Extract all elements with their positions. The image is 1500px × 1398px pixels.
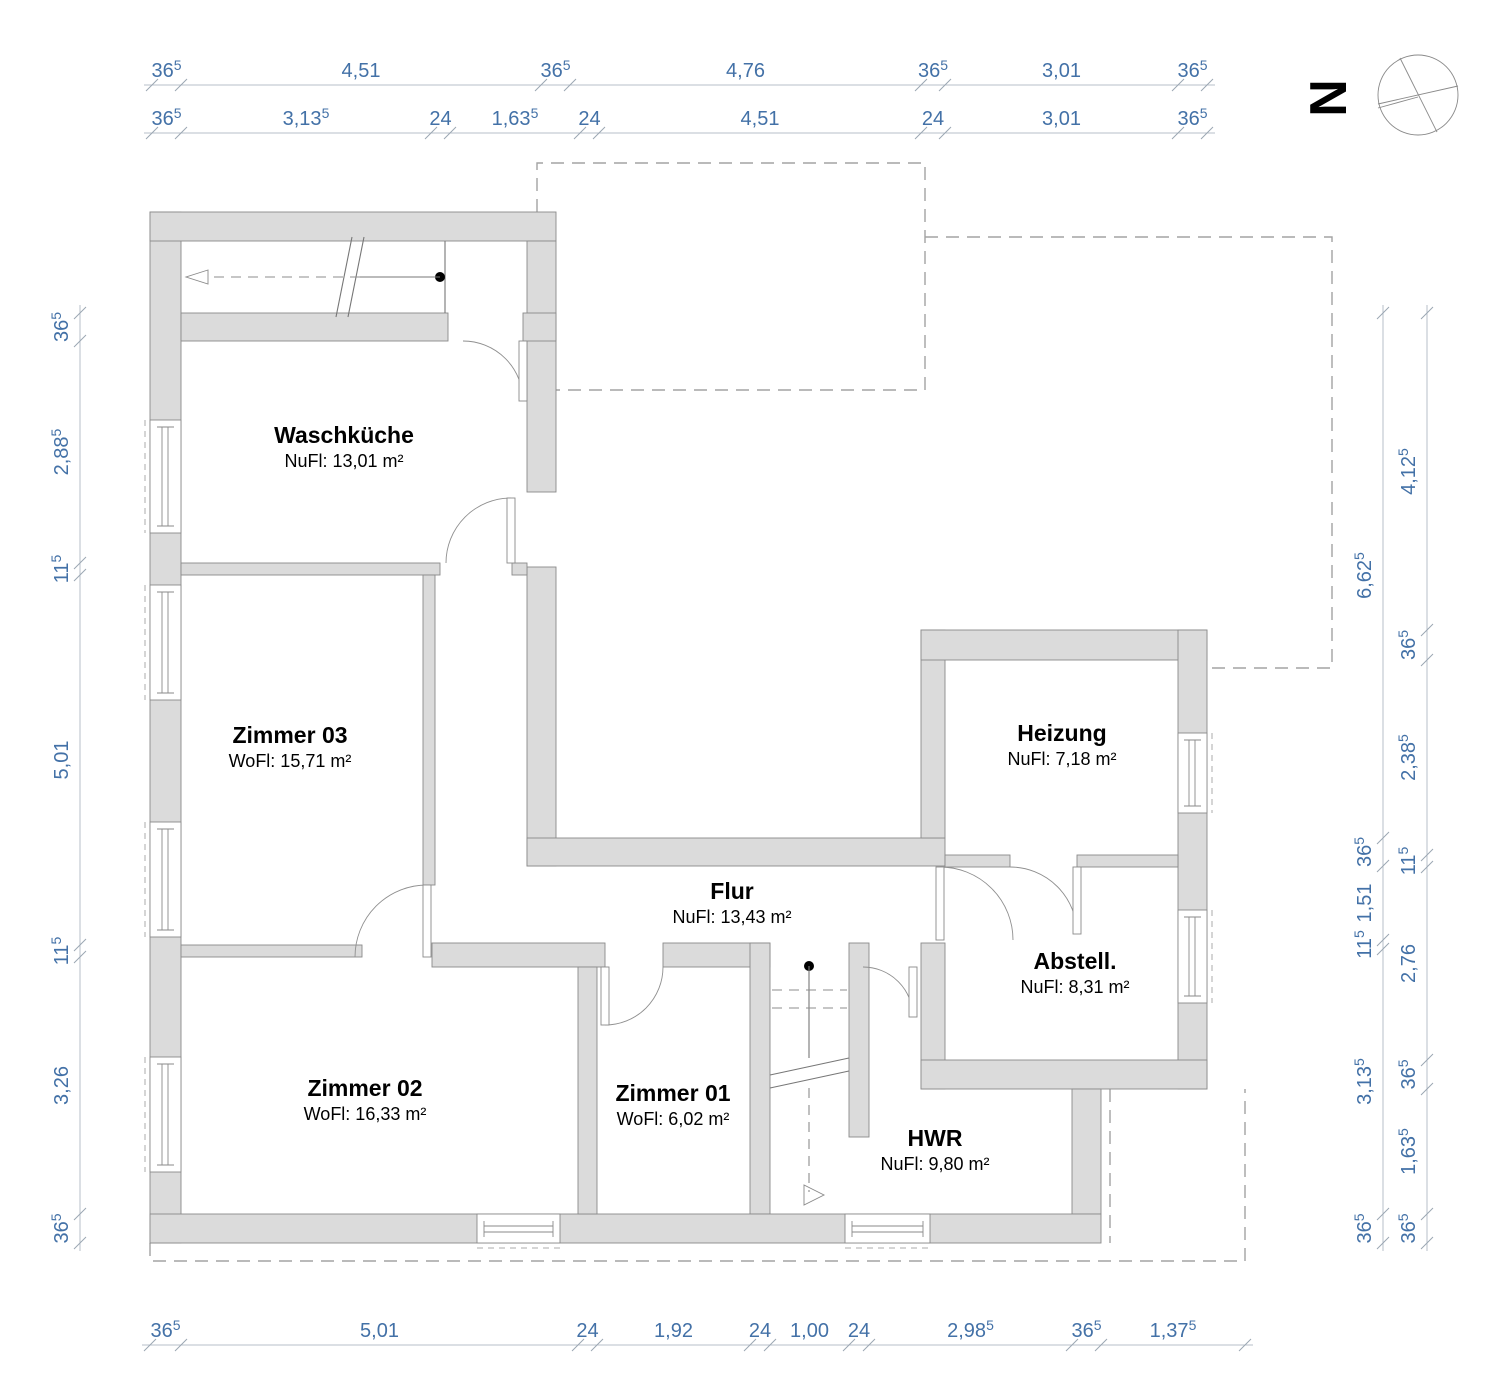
- room-name: HWR: [907, 1125, 963, 1151]
- svg-text:3,26: 3,26: [51, 1066, 73, 1105]
- svg-text:3,135: 3,135: [1351, 1058, 1376, 1105]
- svg-text:365: 365: [48, 1213, 73, 1243]
- room-name: Heizung: [1017, 720, 1107, 746]
- window-waschkueche: [144, 419, 182, 534]
- room-label-hwr: HWR NuFl: 9,80 m²: [880, 1125, 990, 1175]
- svg-text:24: 24: [749, 1320, 771, 1342]
- svg-text:2,985: 2,985: [947, 1317, 994, 1342]
- room-label-zimmer03: Zimmer 03 WoFl: 15,71 m²: [228, 722, 352, 772]
- svg-text:115: 115: [48, 555, 73, 584]
- room-name: Zimmer 02: [307, 1075, 423, 1101]
- window-zimmer03-b: [144, 821, 182, 938]
- svg-text:24: 24: [576, 1320, 598, 1342]
- svg-text:3,01: 3,01: [1042, 60, 1081, 82]
- stairs-upper-left: [184, 236, 446, 318]
- north-symbol: [1377, 54, 1459, 136]
- svg-text:365: 365: [1071, 1317, 1101, 1342]
- svg-text:24: 24: [922, 108, 944, 130]
- svg-text:365: 365: [48, 312, 73, 342]
- svg-text:365: 365: [151, 57, 181, 82]
- svg-text:365: 365: [918, 57, 948, 82]
- svg-text:2,385: 2,385: [1395, 734, 1420, 781]
- svg-text:365: 365: [1395, 1059, 1420, 1089]
- svg-text:5,01: 5,01: [360, 1320, 399, 1342]
- room-name: Flur: [710, 878, 754, 904]
- room-name: Zimmer 03: [232, 722, 348, 748]
- window-zimmer01: [476, 1213, 561, 1249]
- door-zimmer03: [354, 884, 432, 958]
- room-area: NuFl: 9,80 m²: [880, 1154, 990, 1175]
- dashed-upper-floor-outline: [149, 162, 1333, 1262]
- windows: [144, 419, 1213, 1249]
- svg-text:1,375: 1,375: [1150, 1317, 1197, 1342]
- svg-text:6,625: 6,625: [1351, 552, 1376, 599]
- svg-text:1,92: 1,92: [654, 1320, 693, 1342]
- door-stair-waschkueche: [462, 340, 528, 402]
- svg-text:115: 115: [48, 937, 73, 966]
- window-abstell: [1177, 909, 1213, 1004]
- window-zimmer02: [144, 1056, 182, 1173]
- room-name: Waschküche: [274, 422, 414, 448]
- room-area: WoFl: 15,71 m²: [228, 751, 352, 772]
- room-label-flur: Flur NuFl: 13,43 m²: [672, 878, 792, 928]
- walls: [149, 211, 1208, 1244]
- svg-text:24: 24: [429, 108, 451, 130]
- room-area: NuFl: 7,18 m²: [1007, 749, 1117, 770]
- window-heizung: [1177, 732, 1213, 814]
- room-label-zimmer01: Zimmer 01 WoFl: 6,02 m²: [615, 1080, 731, 1130]
- room-label-abstell: Abstell. NuFl: 8,31 m²: [1020, 948, 1130, 998]
- svg-text:4,51: 4,51: [741, 108, 780, 130]
- svg-text:1,635: 1,635: [492, 105, 539, 130]
- svg-text:365: 365: [540, 57, 570, 82]
- svg-text:5,01: 5,01: [51, 741, 73, 780]
- svg-text:2,885: 2,885: [48, 428, 73, 475]
- room-name: Abstell.: [1033, 948, 1117, 974]
- doors: [354, 340, 1082, 1026]
- svg-text:365: 365: [151, 105, 181, 130]
- svg-text:1,635: 1,635: [1395, 1128, 1420, 1175]
- door-zimmer01: [600, 966, 664, 1026]
- svg-text:3,01: 3,01: [1042, 108, 1081, 130]
- room-name: Zimmer 01: [615, 1080, 731, 1106]
- svg-text:365: 365: [1351, 837, 1376, 867]
- svg-text:365: 365: [1351, 1213, 1376, 1243]
- door-heizung: [1009, 866, 1082, 935]
- room-label-heizung: Heizung NuFl: 7,18 m²: [1007, 720, 1117, 770]
- room-area: WoFl: 6,02 m²: [616, 1109, 730, 1130]
- window-hwr: [844, 1213, 931, 1249]
- svg-text:365: 365: [1395, 630, 1420, 660]
- svg-text:3,135: 3,135: [283, 105, 330, 130]
- svg-text:4,76: 4,76: [726, 60, 765, 82]
- svg-text:2,76: 2,76: [1398, 944, 1420, 983]
- room-area: NuFl: 8,31 m²: [1020, 977, 1130, 998]
- room-area: WoFl: 16,33 m²: [303, 1104, 427, 1125]
- svg-text:115: 115: [1351, 930, 1376, 959]
- window-zimmer03-a: [144, 584, 182, 701]
- door-hwr: [862, 966, 918, 1018]
- svg-text:24: 24: [578, 108, 600, 130]
- svg-text:4,51: 4,51: [342, 60, 381, 82]
- svg-text:24: 24: [848, 1320, 870, 1342]
- room-area: NuFl: 13,43 m²: [672, 907, 792, 928]
- svg-text:1,51: 1,51: [1354, 884, 1376, 923]
- svg-text:365: 365: [1177, 57, 1207, 82]
- svg-text:4,125: 4,125: [1395, 448, 1420, 495]
- svg-text:365: 365: [150, 1317, 180, 1342]
- room-label-waschkueche: Waschküche NuFl: 13,01 m²: [274, 422, 414, 472]
- door-abstell: [935, 866, 1014, 941]
- north-label: N: [1299, 79, 1358, 117]
- svg-text:365: 365: [1395, 1213, 1420, 1243]
- svg-text:1,00: 1,00: [790, 1320, 829, 1342]
- svg-text:115: 115: [1395, 847, 1420, 876]
- dimension-lines: 365 4,51 365 4,76 365 3,01 365 365 3,135 24 1,635 2…: [48, 57, 1434, 1352]
- stairs-center: [769, 961, 850, 1206]
- room-area: NuFl: 13,01 m²: [284, 451, 404, 472]
- door-waschkueche-zimmer03: [445, 497, 516, 564]
- svg-text:365: 365: [1177, 105, 1207, 130]
- room-label-zimmer02: Zimmer 02 WoFl: 16,33 m²: [303, 1075, 427, 1125]
